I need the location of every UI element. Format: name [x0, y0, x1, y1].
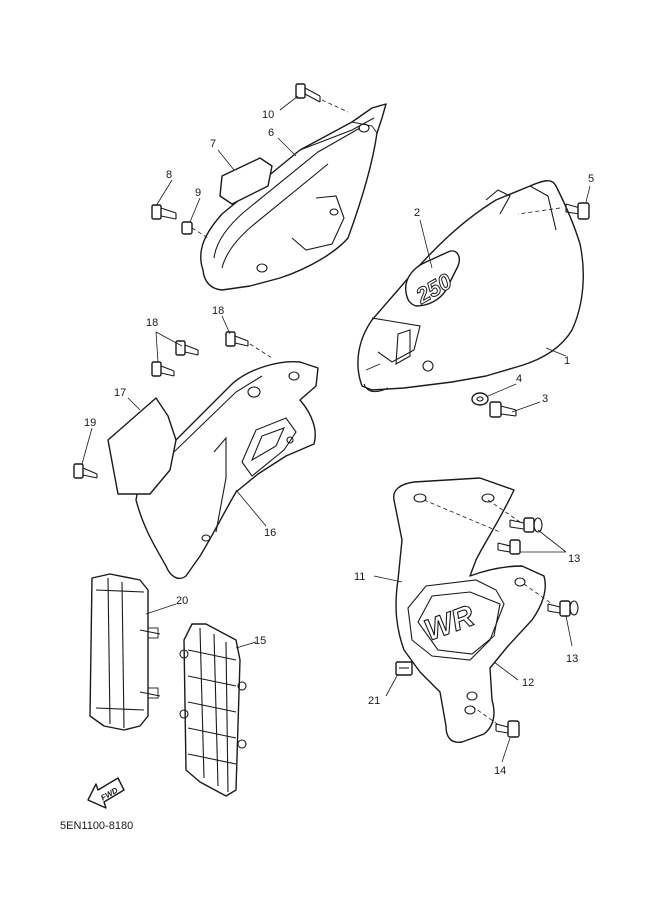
part-13-bolt-lower	[547, 600, 579, 617]
callout-3: 3	[542, 393, 548, 405]
callout-13-lower: 13	[566, 653, 578, 665]
part-13-bolt-middle	[497, 539, 521, 555]
part-4-washer	[471, 392, 489, 406]
part-7-pad	[219, 157, 273, 205]
part-2-decal-250: 250	[405, 250, 460, 309]
fwd-arrow-icon: FWD	[87, 777, 125, 809]
part-18-bolt-upper	[225, 331, 273, 359]
part-5-bolt	[517, 202, 590, 220]
part-3-bolt	[489, 401, 517, 418]
part-10-bolt	[295, 83, 349, 113]
callout-5: 5	[588, 173, 594, 185]
callout-21: 21	[368, 695, 380, 707]
callouts: 1 2 3 4 5 6 7 8 9 10 11 12 13 13 14 15 1…	[84, 109, 594, 777]
callout-12: 12	[522, 677, 534, 689]
part-13-bolt-upper	[509, 517, 543, 533]
part-17-inner-panel	[107, 397, 177, 495]
callout-20: 20	[176, 595, 188, 607]
part-6-side-cover-upper	[200, 103, 387, 291]
callout-14: 14	[494, 765, 506, 777]
part-18-bolt-middle	[175, 340, 199, 356]
callout-11: 11	[354, 571, 365, 583]
part-15-louver	[179, 623, 247, 797]
callout-13-upper: 13	[568, 553, 580, 565]
part-21-clip	[395, 661, 413, 676]
callout-9: 9	[195, 187, 201, 199]
part-18-bolt-lower	[151, 361, 175, 377]
part-14-bolt	[495, 720, 520, 738]
callout-8: 8	[166, 169, 172, 181]
part-11-shroud-right	[393, 477, 553, 743]
leader-lines	[81, 95, 591, 763]
callout-16: 16	[264, 527, 276, 539]
part-8-bolt	[151, 204, 177, 220]
part-20-radiator-guard	[89, 573, 161, 731]
diagram-code: 5EN1100-8180	[60, 820, 133, 832]
callout-19: 19	[84, 417, 96, 429]
part-9-collar	[181, 221, 209, 239]
callout-2: 2	[414, 207, 420, 219]
callout-10: 10	[262, 109, 274, 121]
callout-18-left: 18	[146, 317, 158, 329]
callout-17: 17	[114, 387, 126, 399]
part-1-side-cover	[357, 180, 584, 393]
callout-18-right: 18	[212, 305, 224, 317]
callout-4: 4	[516, 373, 522, 385]
callout-6: 6	[268, 127, 274, 139]
callout-7: 7	[210, 138, 216, 150]
part-19-bolt	[73, 463, 98, 479]
callout-1: 1	[564, 355, 570, 367]
callout-15: 15	[254, 635, 266, 647]
